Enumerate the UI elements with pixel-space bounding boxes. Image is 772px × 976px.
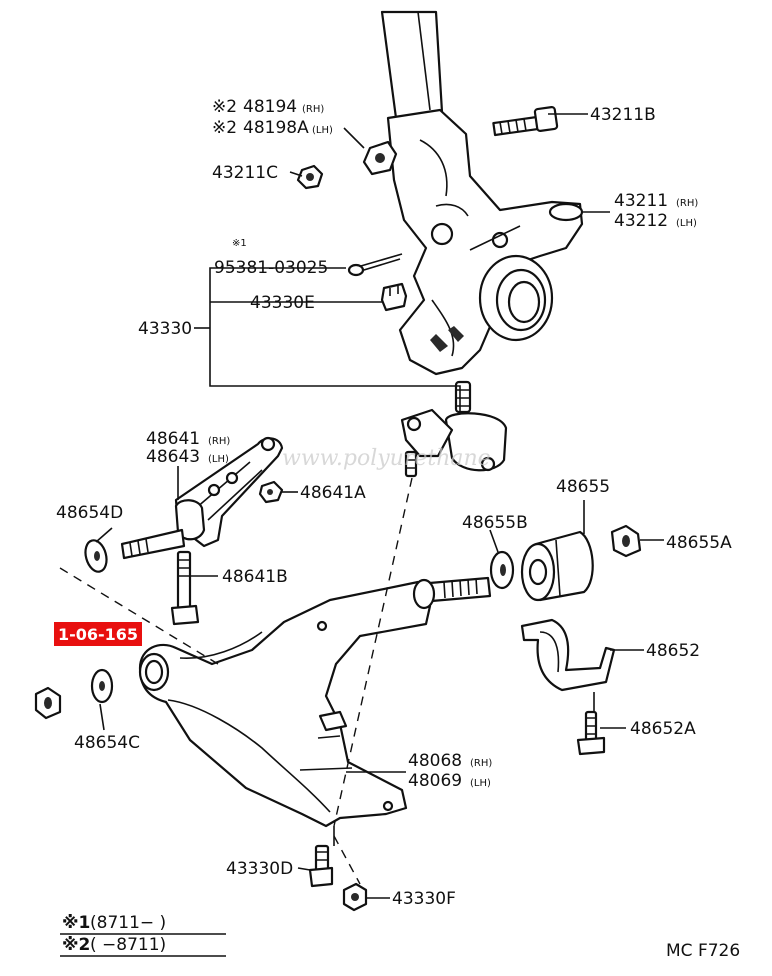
label-43330d: 43330D	[226, 859, 293, 879]
strut-tube	[380, 10, 444, 120]
reference-tag[interactable]: 1-06-165	[54, 622, 142, 646]
label-48641a: 48641A	[300, 483, 366, 503]
label-48198a-lh: (LH)	[312, 125, 333, 136]
arm-shaft-48655b-icon	[412, 576, 492, 610]
label-48641: 48641	[146, 429, 200, 449]
assembly-dashed-lines	[59, 477, 413, 885]
label-43212: 43212	[614, 211, 668, 231]
footnote1-mark: ※1	[62, 913, 90, 933]
leader-lines	[95, 113, 664, 899]
reference-tag-box[interactable]	[54, 622, 142, 646]
castle-nut-43330e-icon	[380, 282, 408, 312]
label-48198a: 48198A	[243, 118, 309, 138]
footnote1-text: (8711− )	[90, 913, 166, 933]
strut-shaft-48641-icon	[120, 528, 186, 560]
bushing-48655-icon	[520, 530, 594, 602]
label-48655: 48655	[556, 477, 610, 497]
watermark-text: www.polyurethane	[282, 446, 491, 471]
label-43212-lh: (LH)	[676, 218, 697, 229]
nut-48655a-icon	[610, 524, 642, 558]
label-43330: 43330	[138, 319, 192, 339]
label-48068: 48068	[408, 751, 462, 771]
washer-48654c-icon	[90, 668, 114, 704]
label-48194: 48194	[243, 97, 297, 117]
label-48643: 48643	[146, 447, 200, 467]
label-43330e: 43330E	[250, 293, 315, 313]
nut-43211c-icon	[296, 164, 324, 190]
label-43330f: 43330F	[392, 889, 456, 909]
hub-bore	[478, 254, 554, 342]
bolt-48652a-icon	[576, 710, 606, 756]
footnote2-text: ( −8711)	[90, 935, 166, 955]
mark2-b: ※2	[212, 118, 237, 138]
steering-knuckle	[386, 108, 584, 376]
label-48655b: 48655B	[462, 513, 528, 533]
bolt-48641b-icon	[170, 550, 200, 626]
label-48652a: 48652A	[630, 719, 696, 739]
washer-48655b-icon	[489, 550, 515, 590]
cotter-pin-icon	[347, 253, 403, 277]
label-43211b: 43211B	[590, 105, 656, 125]
label-48068-rh: (RH)	[470, 758, 492, 769]
nut-48194-icon	[362, 140, 398, 176]
diagram-code: MC F726	[666, 941, 740, 961]
label-43211-rh: (RH)	[676, 198, 698, 209]
label-48652: 48652	[646, 641, 700, 661]
footnote2-mark: ※2	[62, 935, 90, 955]
label-48655a: 48655A	[666, 533, 732, 553]
label-43211c: 43211C	[212, 163, 278, 183]
label-48654d: 48654D	[56, 503, 123, 523]
lower-control-arm	[138, 580, 432, 828]
label-48641b: 48641B	[222, 567, 288, 587]
label-48641-rh: (RH)	[208, 436, 230, 447]
label-48069: 48069	[408, 771, 462, 791]
label-48643-lh: (LH)	[208, 454, 229, 465]
bolt-43211b-icon	[492, 106, 559, 137]
nut-43330f-icon	[342, 882, 368, 912]
bracket-48652-icon	[520, 618, 616, 692]
mark1-a: ※1	[232, 238, 247, 249]
label-48069-lh: (LH)	[470, 778, 491, 789]
label-95381: 95381-03025	[214, 258, 328, 278]
nut-48641a-icon	[258, 480, 284, 504]
label-48194-rh: (RH)	[302, 104, 324, 115]
label-48654c: 48654C	[74, 733, 140, 753]
nut-48654c-icon	[34, 686, 62, 720]
reference-tag-text[interactable]: 1-06-165	[58, 625, 138, 644]
label-43211: 43211	[614, 191, 668, 211]
footnotes: ※1 (8711− ) ※2 ( −8711)	[60, 913, 226, 957]
part-labels: ※2 48194 (RH) ※2 48198A (LH) 43211B 4321…	[56, 97, 732, 909]
washer-48654d-icon	[84, 539, 108, 573]
mark2-a: ※2	[212, 97, 237, 117]
bolt-43330d-icon	[308, 844, 334, 888]
strut-bar-bracket	[174, 436, 284, 548]
